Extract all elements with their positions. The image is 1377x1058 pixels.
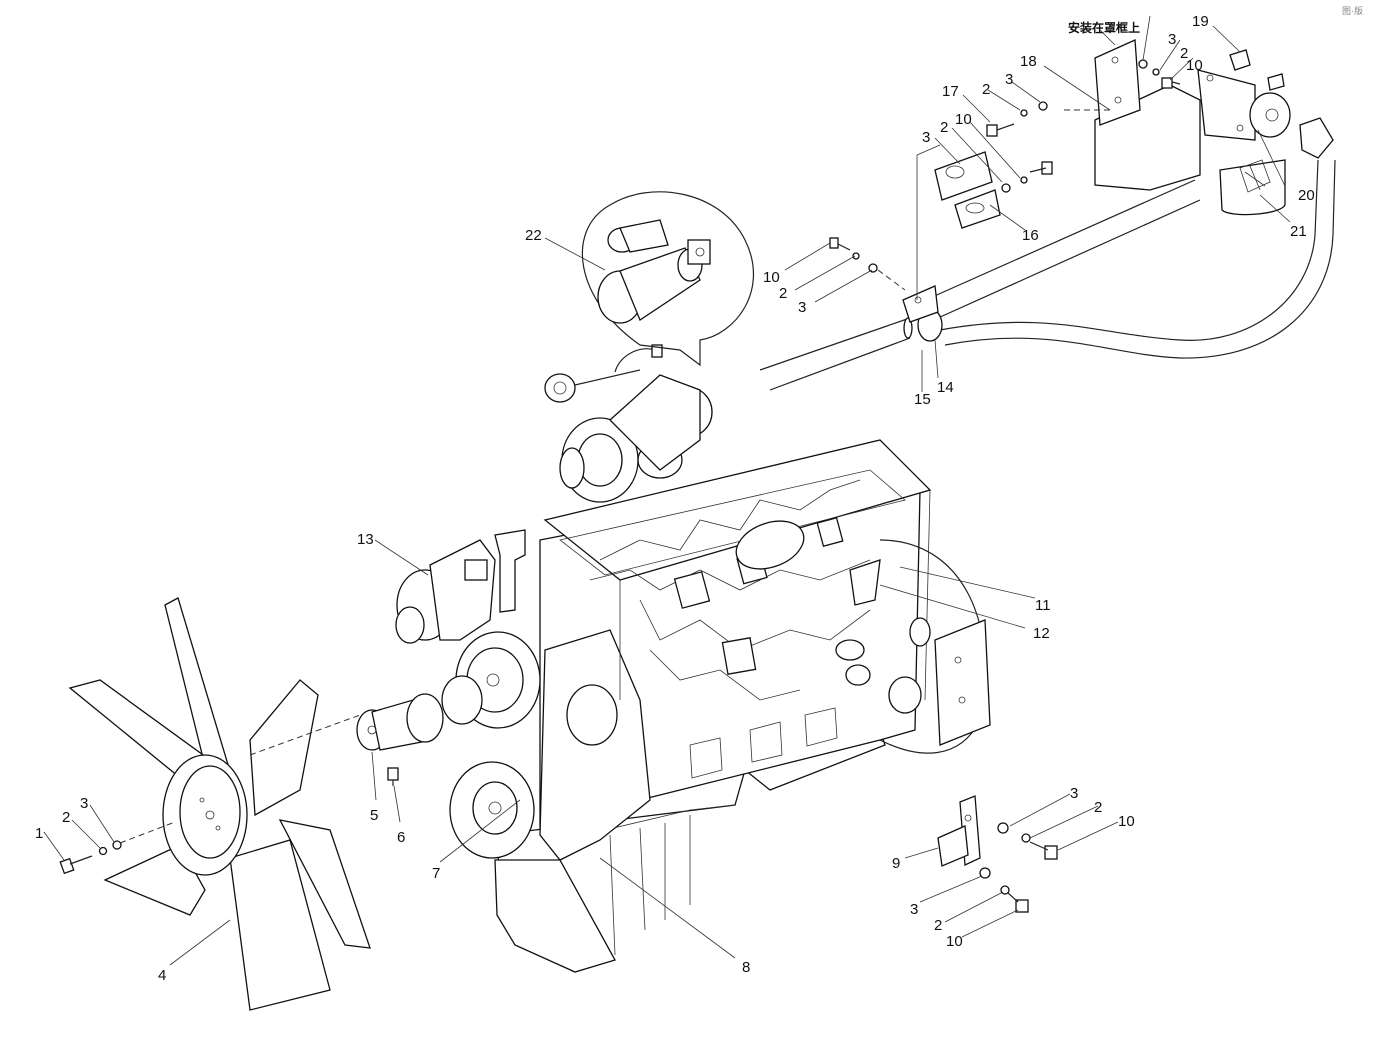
callout-3-top: 3 — [1168, 31, 1176, 48]
turbocharger — [544, 344, 713, 503]
intake-elbow — [494, 529, 526, 613]
mounting-note: 安装在罩框上 — [1068, 20, 1140, 35]
callout-3-pipe: 3 — [798, 299, 806, 316]
callout-8: 8 — [742, 959, 750, 976]
callout-3-lower: 3 — [910, 901, 918, 918]
callout-16: 16 — [1022, 227, 1039, 244]
crank-pulleys — [441, 631, 541, 859]
bracket-9 — [937, 795, 1058, 913]
elbow-fitting-20 — [1299, 117, 1334, 159]
fan-hub-inner — [179, 765, 241, 859]
air-filter-21 — [1219, 159, 1286, 216]
filter-bracket-assembly — [1060, 39, 1334, 216]
bracket-16 — [829, 151, 1053, 291]
callout-3-upper: 3 — [1005, 71, 1013, 88]
callout-4: 4 — [158, 967, 166, 984]
callout-18: 18 — [1020, 53, 1037, 70]
leader-lines — [43, 15, 1291, 966]
callout-2: 2 — [62, 809, 70, 826]
callout-13: 13 — [357, 531, 374, 548]
callout-20: 20 — [1298, 187, 1315, 204]
air-pipe-assembly — [759, 144, 1336, 391]
engine-block — [494, 439, 991, 973]
callout-2-pipe: 2 — [779, 285, 787, 302]
callout-2-top: 2 — [1180, 45, 1188, 62]
callout-21: 21 — [1290, 223, 1307, 240]
starter-detail — [581, 191, 755, 367]
callout-3: 3 — [80, 795, 88, 812]
fan-bolt-set — [59, 821, 176, 875]
callout-14: 14 — [937, 379, 954, 396]
callout-12: 12 — [1033, 625, 1050, 642]
fan-spacer — [356, 693, 444, 786]
detail-bubble — [581, 191, 755, 367]
cover-plate — [566, 684, 618, 746]
callout-22: 22 — [525, 227, 542, 244]
bracket-upright — [1094, 39, 1141, 126]
callout-5: 5 — [370, 807, 378, 824]
filter-head — [1249, 92, 1291, 138]
watermark-corner: 图·版 — [1342, 5, 1363, 16]
fan-blade-lower-right — [278, 819, 371, 949]
callout-11: 11 — [1035, 597, 1051, 614]
callout-19: 19 — [1192, 13, 1209, 30]
engine-mount-bracket — [934, 619, 991, 746]
callout-17: 17 — [942, 83, 959, 100]
fuel-filter — [735, 520, 805, 570]
strap-bracket — [934, 151, 993, 201]
callout-10-lower: 10 — [946, 933, 963, 950]
callout-7: 7 — [432, 865, 440, 882]
callout-10-bracket: 10 — [1118, 813, 1135, 830]
callout-1: 1 — [35, 825, 43, 842]
bolt-set-17 — [986, 101, 1048, 137]
callout-2-upper: 2 — [982, 81, 990, 98]
callout-10-pipe: 10 — [763, 269, 780, 286]
callout-2-bracket: 2 — [1094, 799, 1102, 816]
callout-10-clamp: 10 — [955, 111, 972, 128]
fan-blade-bottom — [229, 839, 331, 1011]
callout-3-clamp: 3 — [922, 129, 930, 146]
bolt-set-top — [1138, 59, 1181, 89]
callout-6: 6 — [397, 829, 405, 846]
alternator — [395, 539, 496, 644]
callout-15: 15 — [914, 391, 931, 408]
callout-2-lower: 2 — [934, 917, 942, 934]
turbo-outlet-clamp — [544, 373, 576, 403]
oil-pan-front — [494, 859, 616, 973]
pipe-clamp-bracket — [902, 285, 939, 323]
fan-blade-right — [249, 679, 319, 817]
callout-10-top: 10 — [1186, 57, 1203, 74]
callout-9: 9 — [892, 855, 900, 872]
callout-3-bracket: 3 — [1070, 785, 1078, 802]
callout-2-clamp: 2 — [940, 119, 948, 136]
callout-labels: 1 2 3 4 5 6 7 8 9 3 2 10 3 2 10 11 12 13… — [35, 5, 1363, 984]
fan-assembly — [68, 597, 371, 1011]
